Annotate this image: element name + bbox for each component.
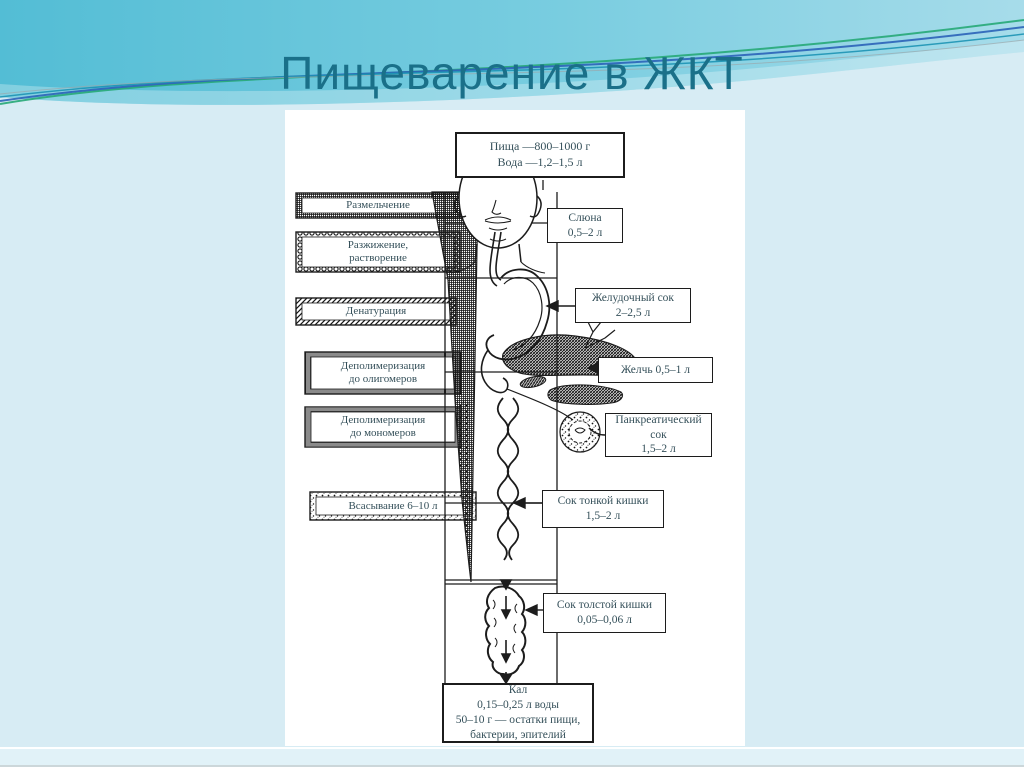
banner-depoly-oligomers-label: Деполимеризация до олигомеров [340,360,426,385]
small-intestine-juice-box: Сок тонкой кишки 1,5–2 л [542,490,664,528]
bile-box: Желчь 0,5–1 л [598,357,713,383]
banner-absorption-label: Всасывание 6–10 л [348,499,438,512]
secretion-connectors [512,299,606,617]
banner-depoly-oligomers-frame [304,351,462,395]
saliva-box: Слюна 0,5–2 л [547,208,623,243]
pancreatic-juice-box: Панкреатический сок 1,5–2 л [605,413,712,457]
large-intestine-juice-box: Сок толстой кишки 0,05–0,06 л [543,593,666,633]
banner-denaturation-frame [295,297,457,326]
small-intestine [496,397,520,561]
food-intake-line2: Вода —1,2–1,5 л [497,155,583,169]
food-bolus-wedge-lower [455,400,471,582]
banner-absorption-frame [309,491,477,521]
banner-denaturation-label: Денатурация [345,305,407,318]
feces-box: Кал 0,15–0,25 л воды 50–10 г — остатки п… [442,683,594,743]
banner-liquefaction-frame [295,231,461,273]
pancreas [547,384,624,405]
food-intake-line1: Пища —800–1000 г [489,139,591,154]
banner-grinding-label: Размельчение [346,199,410,212]
large-intestine-colon [484,585,527,676]
pancreas-head-loop [559,411,601,453]
page-title: Пищеварение в ЖКТ [280,47,744,99]
diagram-panel: Пища —800–1000 г Вода —1,2–1,5 л Размель… [285,110,745,746]
footer-wave-decoration [0,747,1024,767]
header-wave-decoration [0,0,1024,105]
banner-liquefaction-label: Разжижение, растворение [347,239,409,264]
food-intake-box: Пища —800–1000 г Вода —1,2–1,5 л [455,132,625,178]
banner-depoly-monomers-label: Деполимеризация до мономеров [340,414,426,439]
gastric-juice-box: Желудочный сок 2–2,5 л [575,288,691,323]
esophagus [489,231,502,287]
gallbladder [519,375,547,389]
flow-arrows [499,579,513,685]
banner-depoly-monomers-frame [304,406,462,448]
